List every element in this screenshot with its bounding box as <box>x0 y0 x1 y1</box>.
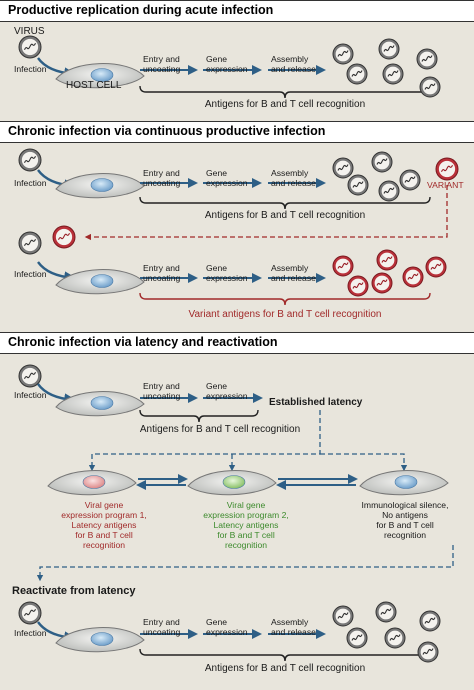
variant-virion-icon <box>52 225 76 249</box>
nucleus-icon <box>90 178 114 192</box>
reactivation-dashed-arrow <box>36 545 454 582</box>
virus-label: VIRUS <box>14 26 45 37</box>
progeny-virion-icon <box>347 174 369 196</box>
variant-virion-icon <box>435 157 459 181</box>
variant-progeny-icon <box>332 255 354 277</box>
progeny-virion-icon <box>378 38 400 60</box>
antigen-brace <box>139 85 431 99</box>
virus-icon <box>18 148 42 172</box>
antigens-label: Antigens for B and T cell recognition <box>204 210 366 221</box>
progeny-virion-icon <box>332 43 354 65</box>
antigens-label: Antigens for B and T cell recognition <box>204 663 366 674</box>
progeny-virion-icon <box>399 169 421 191</box>
progeny-virion-icon <box>378 180 400 202</box>
infection-label: Infection <box>14 64 47 74</box>
section-header-chronic-productive: Chronic infection via continuous product… <box>0 121 474 143</box>
variant-label: VARIANT <box>427 180 464 190</box>
virus-icon <box>18 231 42 255</box>
progeny-virion-icon <box>417 641 439 663</box>
progeny-virion-icon <box>416 48 438 70</box>
antigens-label: Antigens for B and T cell recognition <box>204 99 366 110</box>
antigen-brace <box>139 409 259 423</box>
nucleus-icon <box>82 475 106 489</box>
progeny-virion-icon <box>371 151 393 173</box>
variant-progeny-icon <box>402 266 424 288</box>
progeny-virion-icon <box>346 627 368 649</box>
infection-label: Infection <box>14 269 47 279</box>
nucleus-icon <box>90 274 114 288</box>
antigen-brace <box>139 648 431 662</box>
antigens-label: Antigens for B and T cell recognition <box>139 424 301 435</box>
progeny-virion-icon <box>346 63 368 85</box>
nucleus-icon <box>222 475 246 489</box>
variant-progeny-icon <box>425 256 447 278</box>
latency-dashed-arrow <box>88 410 321 472</box>
variant-antigen-brace <box>139 292 431 306</box>
nucleus-icon <box>394 475 418 489</box>
virus-icon <box>18 35 42 59</box>
host-cell-label: HOST CELL <box>66 80 122 91</box>
progeny-virion-icon <box>332 605 354 627</box>
progeny-virion-icon <box>419 76 441 98</box>
antigen-brace <box>139 196 431 210</box>
variant-progeny-icon <box>376 249 398 271</box>
progeny-virion-icon <box>332 157 354 179</box>
section-header-latency: Chronic infection via latency and reacti… <box>0 332 474 354</box>
infection-label: Infection <box>14 390 47 400</box>
infection-label: Infection <box>14 178 47 188</box>
virus-icon <box>18 364 42 388</box>
section-title: Chronic infection via latency and reacti… <box>8 335 278 349</box>
progeny-virion-icon <box>382 63 404 85</box>
virus-icon <box>18 601 42 625</box>
nucleus-icon <box>90 632 114 646</box>
variant-dashed-arrow <box>84 185 448 241</box>
latency-dashed-arrow <box>320 453 408 472</box>
section-title: Productive replication during acute infe… <box>8 3 274 17</box>
established-latency-label: Established latency <box>269 397 363 408</box>
infection-label: Infection <box>14 628 47 638</box>
progeny-virion-icon <box>375 601 397 623</box>
variant-progeny-icon <box>347 275 369 297</box>
progeny-virion-icon <box>384 627 406 649</box>
section-header-acute: Productive replication during acute infe… <box>0 0 474 22</box>
variant-antigens-label: Variant antigens for B and T cell recogn… <box>188 309 382 320</box>
progeny-virion-icon <box>419 610 441 632</box>
nucleus-icon <box>90 68 114 82</box>
nucleus-icon <box>90 396 114 410</box>
section-title: Chronic infection via continuous product… <box>8 124 326 138</box>
variant-progeny-icon <box>371 272 393 294</box>
reactivate-label: Reactivate from latency <box>12 585 136 597</box>
